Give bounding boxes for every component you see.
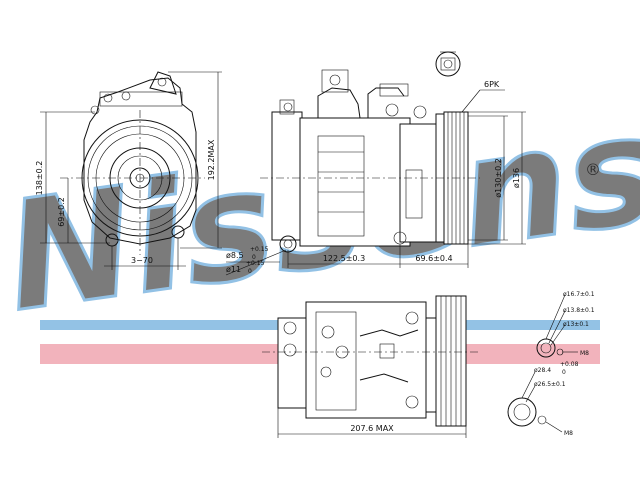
leader-d28 — [521, 371, 536, 399]
dim-m8b-label: M8 — [564, 430, 573, 437]
detail-fitting-outer — [435, 51, 461, 77]
side-rear-housing — [271, 111, 303, 241]
front-body-outline — [83, 77, 197, 245]
dim-69-label: 69±0.2 — [57, 197, 66, 227]
dim-d13-label: ø13±0.1 — [563, 321, 589, 328]
dim-130-label: ø130±0.2 — [494, 158, 503, 198]
leader-m8b — [545, 421, 563, 433]
top-port-3 — [320, 366, 332, 378]
dim-122-label: 122.5±0.3 — [323, 254, 365, 263]
top-rear-hole-2 — [283, 343, 297, 357]
dim-d11-tol: +0.15 — [246, 260, 265, 267]
leader-d13 — [550, 324, 566, 346]
dim-6pk-leader — [461, 89, 481, 113]
dim-138-label: 138±0.2 — [35, 161, 44, 196]
detail-fitting-body — [440, 57, 456, 71]
dim-3-70-label: 3−70 — [131, 256, 153, 265]
side-front-housing — [399, 123, 437, 243]
side-pipe-1 — [367, 87, 405, 118]
dim-d8-5-tol0: 0 — [252, 254, 256, 261]
side-mount-top — [413, 105, 427, 119]
side-coil — [405, 169, 423, 219]
side-view — [260, 69, 480, 253]
detail-fitting-port — [443, 59, 453, 69]
dim-69-6-label: 69.6±0.4 — [415, 254, 452, 263]
top-mount-top — [405, 311, 419, 325]
top-view — [262, 295, 480, 427]
dim-192-label: 192.2MAX — [207, 139, 216, 180]
port-lower-bolt — [537, 415, 547, 425]
port-lower-outer — [507, 397, 537, 427]
dim-d13-8-label: ø13.8±0.1 — [563, 307, 595, 314]
dim-d26-label: ø26.5±0.1 — [534, 381, 566, 388]
dim-136-label: ø136 — [512, 168, 521, 188]
top-rear-housing — [277, 317, 307, 409]
top-connector — [379, 343, 395, 359]
dim-d28-tol0: 0 — [562, 369, 566, 376]
dim-6pk-label: 6PK — [484, 80, 500, 89]
top-front-housing — [425, 317, 437, 413]
front-valve-circle — [157, 77, 167, 87]
port-upper-inner — [540, 342, 552, 354]
front-bolt-2 — [121, 91, 131, 101]
dim-d8-5-label: ø8.5 — [226, 251, 244, 260]
port-detail-lower: ø28.4 +0.08 0 ø26.5±0.1 M8 — [507, 361, 579, 437]
detail-top-fitting — [435, 51, 461, 77]
dim-d11-label: ø11 — [226, 265, 241, 274]
dim-d28-tol: +0.08 — [560, 361, 579, 368]
dim-207-label: 207.6 MAX — [350, 424, 394, 433]
side-top-valve — [321, 69, 349, 93]
leader-d26 — [525, 385, 536, 403]
dim-d16-label: ø16.7±0.1 — [563, 291, 595, 298]
side-rear-tab — [279, 99, 295, 115]
side-sensor — [385, 103, 399, 117]
top-main-body — [305, 301, 427, 419]
side-main-body — [299, 117, 411, 247]
dim-d8-5-tol: +0.15 — [250, 246, 269, 253]
side-rear-tab-hole — [283, 102, 293, 112]
port-lower-inner — [513, 403, 531, 421]
top-pipe-2 — [359, 373, 409, 383]
front-top-rail — [99, 91, 183, 107]
side-cylinder-block — [317, 135, 365, 237]
front-valve-fitting — [149, 71, 177, 95]
leader-d13-8 — [548, 310, 566, 344]
front-mount-ear-top — [90, 105, 100, 115]
top-cylinder-block — [315, 311, 357, 411]
front-dimensions: 138±0.2 69±0.2 192.2MAX 3−70 — [35, 71, 222, 270]
watermark-registered-symbol: ® — [585, 160, 601, 179]
dim-m8a-label: M8 — [580, 350, 589, 357]
dim-d28-label: ø28.4 — [534, 367, 551, 374]
side-mount-boss-hole — [283, 239, 293, 249]
dim-d11-leader — [225, 249, 287, 276]
side-top-manifold — [317, 87, 361, 119]
top-mount-bottom — [405, 395, 419, 409]
top-rear-hole-1 — [283, 321, 297, 335]
front-view — [60, 71, 205, 255]
side-connector — [379, 83, 409, 97]
side-top-valve-port — [329, 74, 341, 86]
top-dimensions: 207.6 MAX — [277, 408, 467, 438]
leader-d16 — [545, 294, 566, 340]
side-dimensions: ø8.5 +0.15 0 ø11 +0.15 0 122.5±0.3 69.6±… — [225, 80, 526, 276]
dim-d11-tol0: 0 — [248, 268, 252, 275]
top-port-1 — [321, 325, 335, 339]
top-pipe-1 — [359, 329, 419, 337]
front-bolt-1 — [103, 93, 113, 103]
port-detail-upper: ø16.7±0.1 ø13.8±0.1 ø13±0.1 M8 — [536, 291, 595, 358]
